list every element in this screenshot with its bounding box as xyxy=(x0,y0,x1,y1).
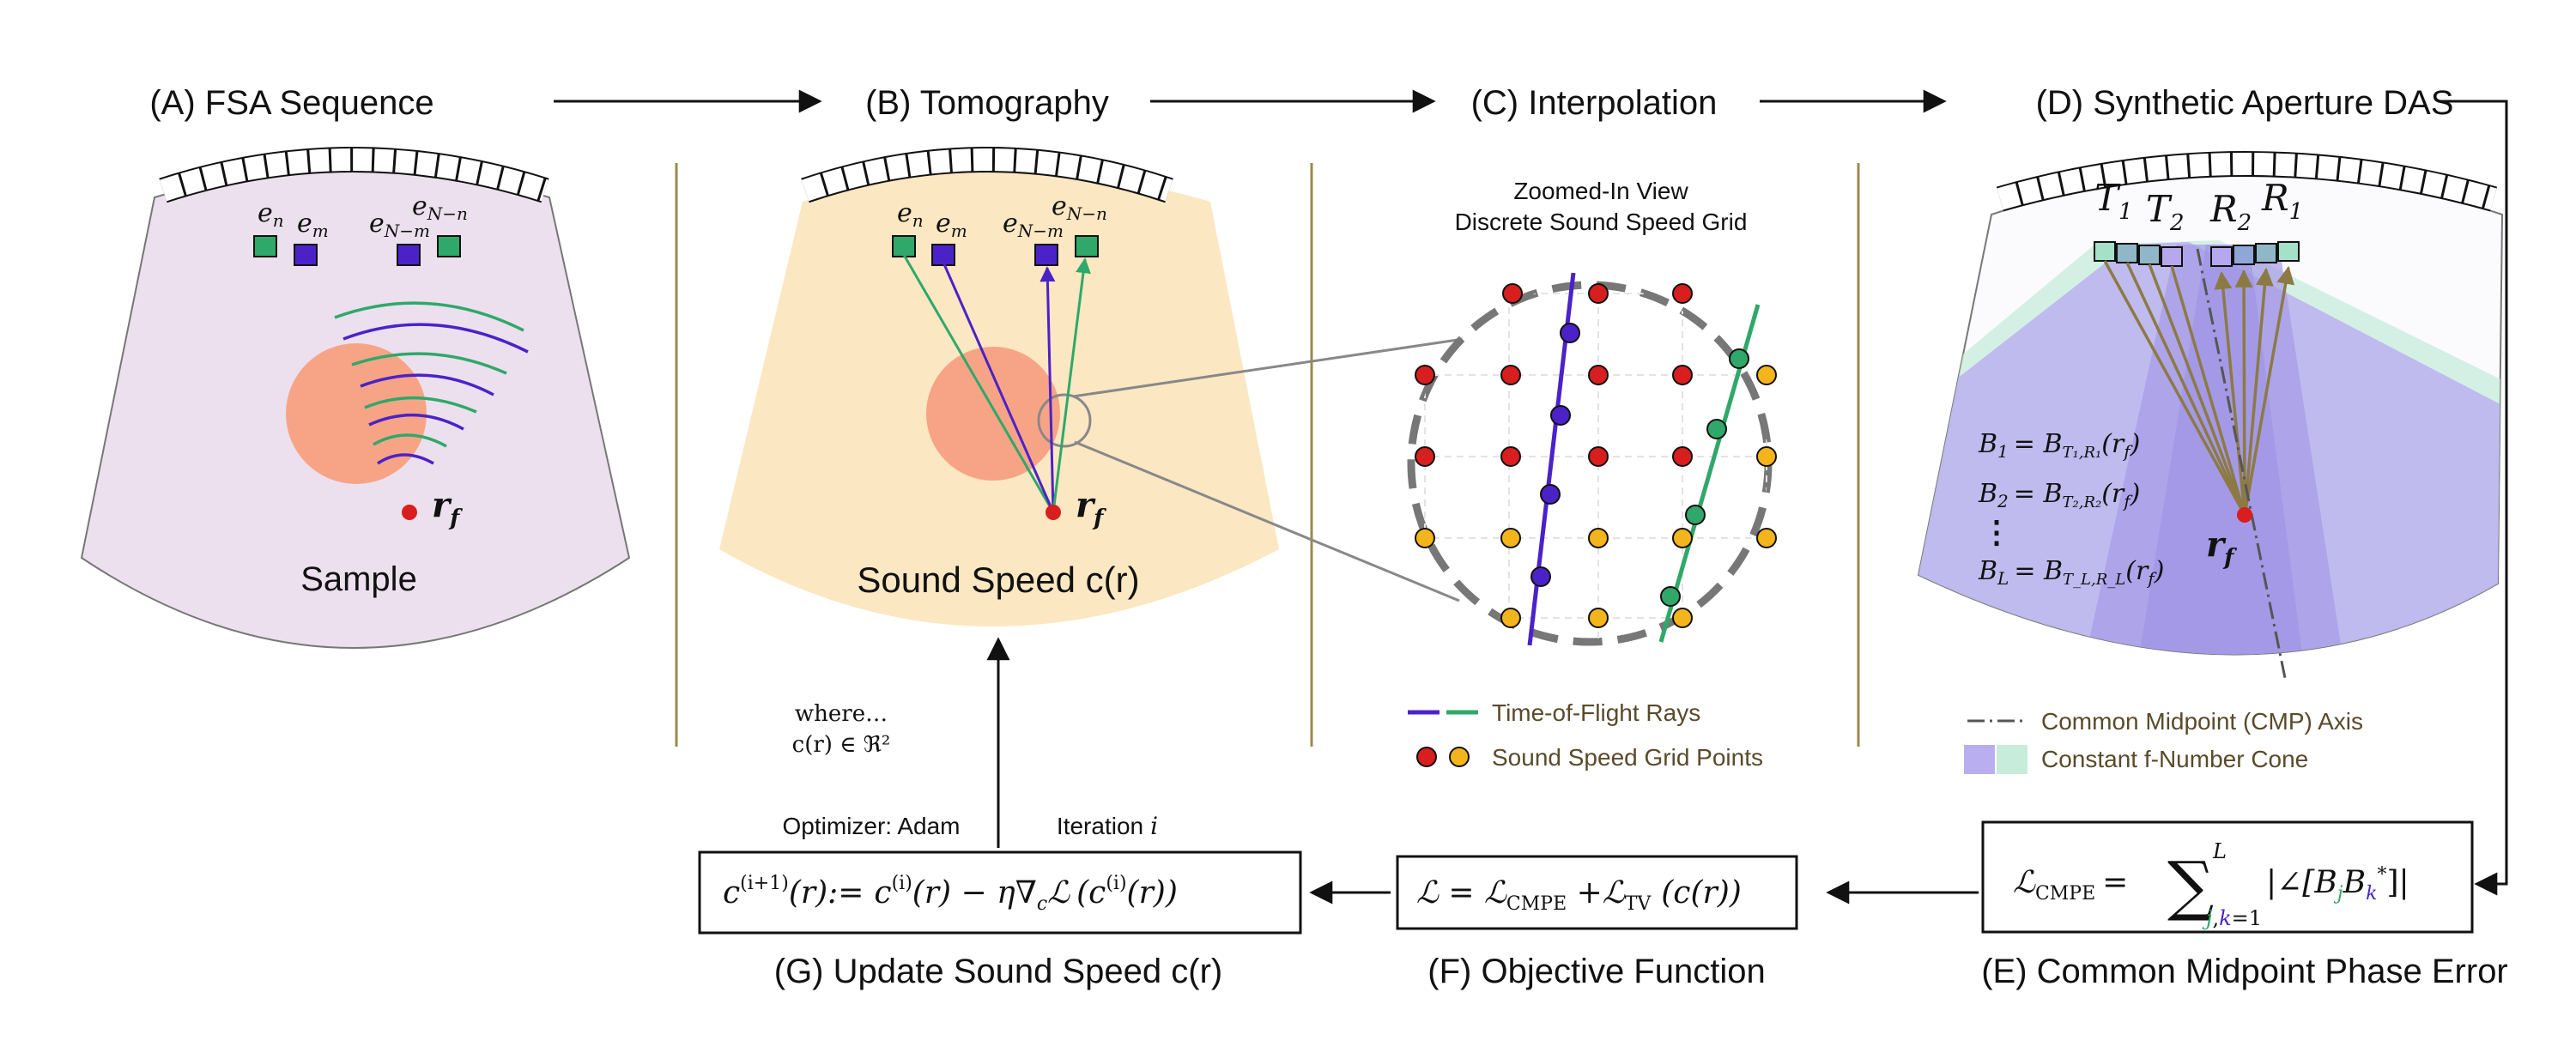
das-rays xyxy=(2103,260,2295,516)
panel-e: ℒCMPE= ∑ L j,k=1 |∠[BjBk*]| (E) Common M… xyxy=(1981,820,2508,990)
legend-rays-label: Time-of-Flight Rays xyxy=(1492,699,1700,726)
ray-eNm xyxy=(1039,266,1056,513)
title-update: (G) Update Sound Speed c(r) xyxy=(774,953,1222,990)
element-en-a xyxy=(253,235,277,257)
objective-formula: ℒ = ℒCMPE +ℒTV(c(r)) xyxy=(1416,875,1742,915)
sample-label: Sample xyxy=(300,560,417,598)
beam-dots: ⋮ xyxy=(1981,514,2012,550)
optimizer-label: Optimizer: Adam xyxy=(783,813,961,839)
label-r1: R1 xyxy=(2261,177,2303,225)
element-eNn-a xyxy=(437,235,461,257)
arrow-d-to-e xyxy=(2438,100,2508,896)
legend-cmp-label: Common Midpoint (CMP) Axis xyxy=(2041,708,2363,735)
zoom-connector-top xyxy=(1072,337,1464,398)
transducer-array-b xyxy=(801,148,1173,202)
label-t1: T1 xyxy=(2094,177,2133,225)
legend-points-label: Sound Speed Grid Points xyxy=(1492,744,1763,771)
zoom-circle xyxy=(1407,281,1773,646)
zoom-title-line2: Discrete Sound Speed Grid xyxy=(1455,209,1748,235)
lesion-b xyxy=(926,347,1060,481)
where-line-2: c(r) ∈ ℜ² xyxy=(792,732,891,758)
where-line-1: where… xyxy=(795,701,888,727)
legend-cone-green xyxy=(1997,745,2027,774)
beam-b1: B1= BT₁,R₁(rf) xyxy=(1978,429,2140,462)
focal-point-a xyxy=(402,505,417,520)
label-en-a: en xyxy=(258,198,284,231)
zoom-region-marker xyxy=(1037,393,1092,448)
focal-point-b xyxy=(1046,505,1061,520)
cmpe-sum-bottom: j,k=1 xyxy=(2202,906,2262,930)
element-eNm-b xyxy=(1034,244,1058,266)
panel-f: ℒ = ℒCMPE +ℒTV(c(r)) (F) Objective Funct… xyxy=(1396,855,1798,990)
ray-en xyxy=(902,254,1055,513)
panel-d: T1 T2 R2 R1 rf B1= BT₁,R₁(rf) B2= BT₂,R₂… xyxy=(1917,151,2504,774)
update-formula: c(i+1)(r):=c(i)(r) − η∇cℒ(c(i)(r)) xyxy=(723,873,1178,915)
cone-cmp xyxy=(2120,245,2318,655)
legend-cone-purple xyxy=(1964,745,1995,774)
cmpe-box xyxy=(1981,820,2474,934)
label-r2: R2 xyxy=(2209,188,2252,236)
element-em-b xyxy=(931,244,955,266)
objective-box xyxy=(1396,855,1798,930)
sound-speed-label: Sound Speed c(r) xyxy=(857,560,1139,600)
panel-c: Zoomed-In View Discrete Sound Speed Grid xyxy=(1407,178,1777,771)
label-t2: T2 xyxy=(2146,188,2185,236)
label-em-a: em xyxy=(297,209,329,241)
focus-label-d: rf xyxy=(2206,524,2237,571)
element-eNm-a xyxy=(397,244,421,266)
label-em-b: em xyxy=(936,209,967,241)
label-eNn-b: eN−n xyxy=(1052,191,1107,224)
element-en-b xyxy=(892,235,916,257)
title-objective: (F) Objective Function xyxy=(1427,953,1765,990)
transducer-array-d xyxy=(1997,153,2497,210)
title-interpolation: (C) Interpolation xyxy=(1471,84,1718,122)
title-fsa-sequence: (A) FSA Sequence xyxy=(149,84,433,122)
intersection-points xyxy=(1530,323,1749,607)
focus-label-b: rf xyxy=(1076,485,1106,531)
title-cmpe: (E) Common Midpoint Phase Error xyxy=(1981,953,2508,990)
title-synthetic-aperture-das: (D) Synthetic Aperture DAS xyxy=(2036,84,2454,122)
wavefronts xyxy=(334,301,529,465)
ray-eNn xyxy=(1052,257,1091,513)
panel-b: en em eN−m eN−n rf Sound Speed c(r) wher… xyxy=(719,147,1279,758)
label-eNm-a: eN−m xyxy=(369,209,430,241)
grid-points xyxy=(1415,283,1777,628)
label-eNm-b: eN−m xyxy=(1003,209,1064,241)
panel-g: c(i+1)(r):=c(i)(r) − η∇cℒ(c(i)(r)) Optim… xyxy=(698,812,1302,990)
panel-a: en em eN−m eN−n rf Sample xyxy=(80,147,631,649)
label-en-b: en xyxy=(897,198,924,231)
beam-b2: B2= BT₂,R₂(rf) xyxy=(1978,479,2140,511)
transducer-array-a xyxy=(159,148,549,202)
legend-point-yellow xyxy=(1449,747,1470,767)
cmpe-sum: ∑ xyxy=(2167,847,2214,923)
element-eNn-b xyxy=(1075,235,1099,257)
beam-bl: BL= BT_L,R_L(rf) xyxy=(1978,556,2164,589)
label-eNn-a: eN−n xyxy=(412,191,468,224)
focus-label-a: rf xyxy=(432,485,463,531)
element-em-a xyxy=(294,244,318,266)
zoom-connector-bottom xyxy=(1074,440,1460,602)
legend-cone-label: Constant f-Number Cone xyxy=(2041,746,2308,772)
focal-point-d xyxy=(2237,507,2252,523)
cmp-axis xyxy=(2196,248,2288,683)
legend-point-red xyxy=(1416,747,1437,767)
title-tomography: (B) Tomography xyxy=(865,84,1109,122)
zoom-title-line1: Zoomed-In View xyxy=(1513,178,1688,204)
update-box xyxy=(698,850,1302,935)
cmpe-lhs: ℒCMPE= xyxy=(2013,865,2128,905)
cmpe-sum-top: L xyxy=(2212,839,2227,863)
cmpe-body: |∠[BjBk*]| xyxy=(2266,864,2409,905)
ray-em xyxy=(943,263,1055,513)
